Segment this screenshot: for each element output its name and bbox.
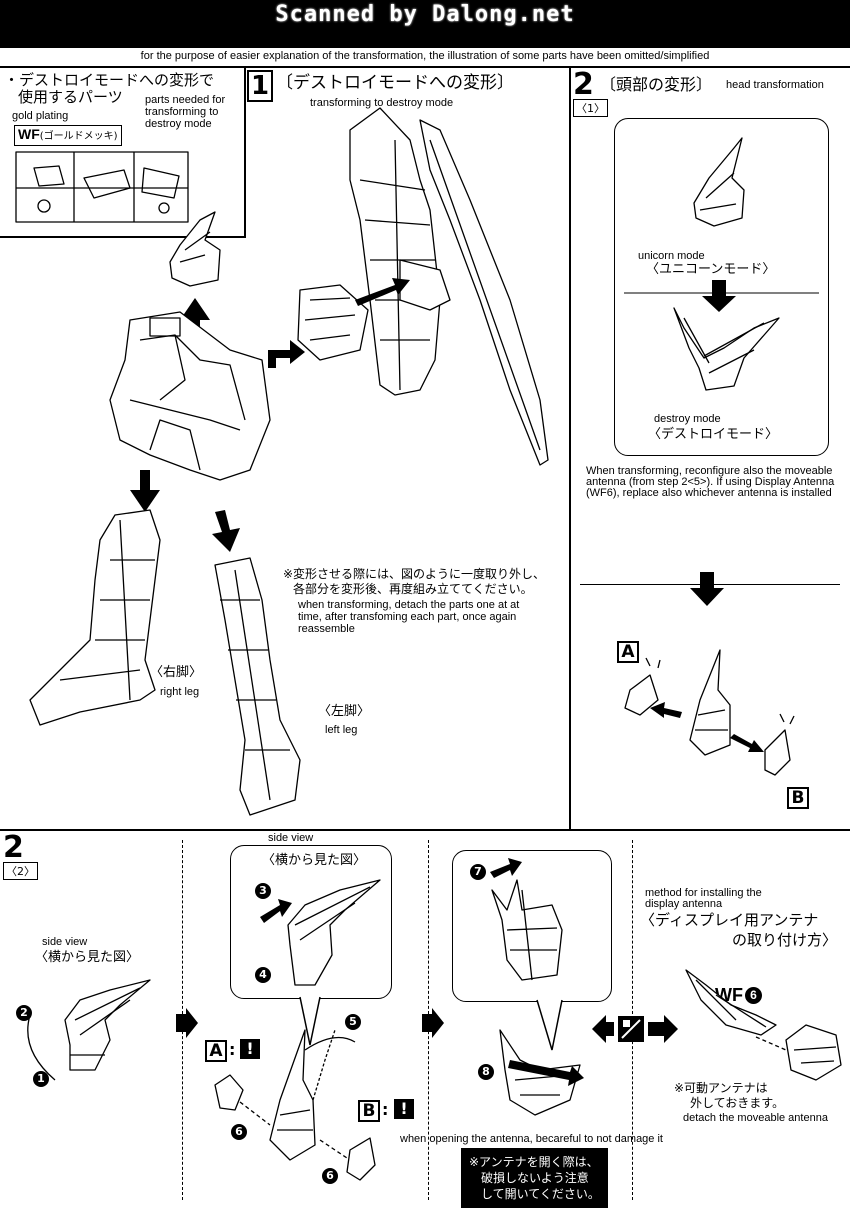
top-note: for the purpose of easier explanation of… [140,50,710,62]
head-side-view-1 [27,979,151,1081]
step-num-3: 3 [255,883,271,899]
swap-icon [592,1015,678,1043]
head-open-illustration [490,858,563,1051]
left-leg-part [214,557,301,816]
label-a: A [617,641,639,663]
step-num-4: 4 [255,967,271,983]
step2-1-number: 2 [573,67,594,102]
next-arrow-1 [176,1008,198,1038]
colon-b: : [382,1100,389,1119]
head-mode-illustration [624,137,819,391]
parts-title-line1: デストロイモードへの変形で [19,71,215,89]
unicorn-mode-jp: 〈ユニコーンモード〉 [646,262,776,277]
display-antenna-jp: 〈ディスプレイ用アンテナ の取り付け方〉 [640,910,837,950]
parts-box [0,66,246,238]
top-divider [0,66,850,68]
side-view-en-1: side view [42,936,88,948]
step1-note-jp-line1: ※変形させる際には、図のように一度取り外し、 [283,567,546,581]
section-divider [0,829,850,831]
open-note-jp-2: 破損しないよう注意 [481,1171,589,1185]
step2-2-sub: 〈2〉 [3,862,38,880]
arrow-to-body [355,278,410,306]
arrow-down-right-leg [130,470,160,512]
wf-num: 6 [744,987,762,1004]
antenna-open-illustration [214,1029,376,1181]
warning-icon-b: ! [394,1099,414,1119]
step-num-8: 8 [478,1064,494,1080]
arrow-down-left-leg [212,510,240,552]
torso-part [109,311,271,481]
step2-1-sub: 〈1〉 [573,99,608,117]
display-antenna-illustration [685,969,842,1081]
step2-1-title-en: head transformation [726,79,824,91]
step2-1-title: 〔頭部の変形〕 [600,75,713,94]
scan-banner [0,0,850,48]
runner-illustration [15,151,189,223]
arrow-to-arm [268,340,305,368]
detach-jp-1: ※可動アンテナは [674,1081,768,1095]
open-antenna-warning-box: ※アンテナを開く際は、 破損しないよう注意 して開いてください。 [461,1148,608,1208]
open-note-jp-3: して開いてください。 [481,1187,600,1201]
next-arrow-2 [422,1008,444,1038]
parts-box-title: ・デストロイモードへの変形で 使用するパーツ [4,72,214,106]
antenna-close-illustration [499,1029,584,1116]
side-view-jp-2: 〈横から見た図〉 [262,853,367,868]
step-num-2: 2 [16,1005,32,1021]
right-leg-part [29,509,161,726]
step-num-6a: 6 [231,1124,247,1140]
label-a-2: A [205,1040,227,1062]
parts-box-title-en: parts needed for transforming to destroy… [145,94,226,130]
parts-title-line2: 使用するパーツ [18,88,123,106]
runner-label: WF(ゴールドメッキ) [14,125,122,146]
arrow-down-icon [690,572,724,606]
warning-icon-a: ! [240,1039,260,1059]
step1-title-en: transforming to destroy mode [310,97,454,109]
step2-1-note-en: When transforming, reconfigure also the … [586,465,835,499]
step1-note-en: when transforming, detach the parts one … [298,599,520,635]
side-view-illustration [260,879,381,1046]
runner-jp: (ゴールドメッキ) [39,131,118,142]
step1-note-jp: ※変形させる際には、図のように一度取り外し、 各部分を変形後、再度組み立ててくだ… [283,567,545,597]
side-view-jp-1: 〈横から見た図〉 [35,950,140,965]
step1-title: 〔デストロイモードへの変形〕 [276,73,514,93]
label-b: B [787,787,809,809]
step-num-6b: 6 [322,1168,338,1184]
step-num-5: 5 [345,1014,361,1030]
gold-plating-label: gold plating [12,110,69,122]
head-part [169,211,221,287]
step2-2-number: 2 [3,830,24,865]
unicorn-mode-en: unicorn mode [638,250,705,262]
backpack-part [297,107,549,466]
banner-title: Scanned by Dalong.net [275,2,575,27]
step1-illustration [29,107,549,816]
right-leg-label-en: right leg [160,686,200,698]
right-leg-label-jp: 〈右脚〉 [150,665,203,680]
display-jp-1: 〈ディスプレイ用アンテナ [640,911,819,929]
open-note-jp-1: ※アンテナを開く際は、 [469,1155,599,1169]
step-num-1: 1 [33,1071,49,1087]
display-antenna-en: method for installing the display antenn… [645,887,762,910]
arrow-up [180,298,210,345]
destroy-mode-en: destroy mode [654,413,721,425]
column-divider [569,66,571,829]
display-jp-2: の取り付け方〉 [732,931,838,949]
detach-note-en: detach the moveable antenna [683,1112,828,1124]
detach-note-jp: ※可動アンテナは 外しておきます。 [674,1081,784,1111]
detach-jp-2: 外しておきます。 [690,1096,785,1110]
side-view-en-2: side view [268,832,314,844]
label-b-2: B [358,1100,380,1122]
open-antenna-note-en: when opening the antenna, becareful to n… [400,1133,663,1145]
runner-code: WF [18,126,40,142]
antenna-swap-illustration [624,649,795,776]
step1-note-jp-line2: 各部分を変形後、再度組み立ててください。 [293,582,533,596]
step1-number: 1 [247,70,273,102]
left-leg-label-jp: 〈左脚〉 [318,704,371,719]
left-leg-label-en: left leg [325,724,358,736]
colon-a: : [229,1040,236,1059]
destroy-mode-jp: 〈デストロイモード〉 [648,427,779,442]
step-num-7: 7 [470,864,486,880]
bullet: ・ [4,71,20,89]
